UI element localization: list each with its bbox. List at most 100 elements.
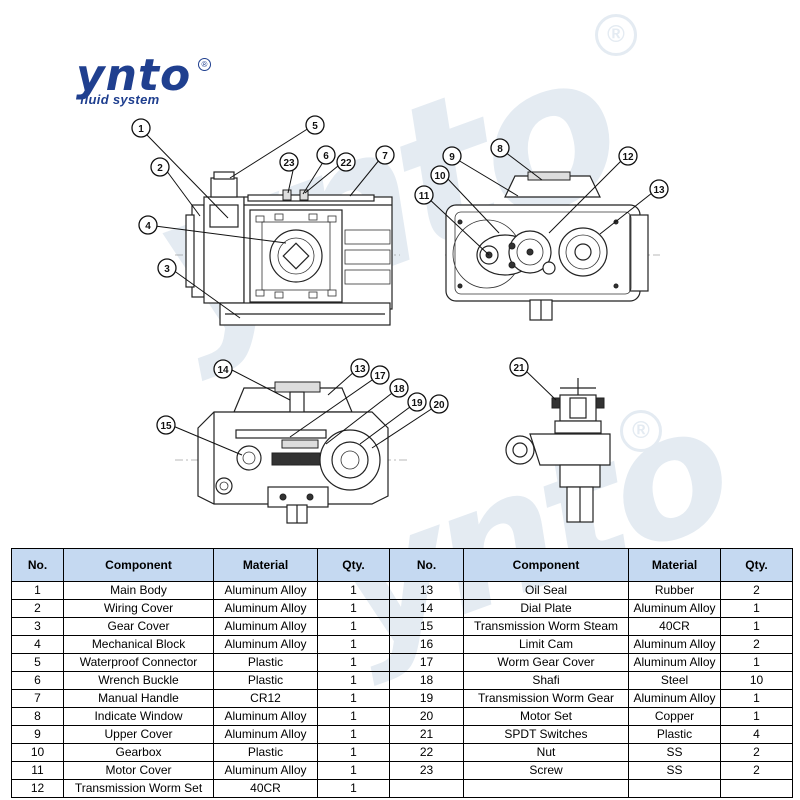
cell-qty: 1 [317,707,390,726]
svg-text:6: 6 [323,151,329,162]
header-material: Material [628,548,721,582]
cell-material: SS [628,743,721,762]
cell-no: 8 [11,707,64,726]
callout-5: 5 [305,115,325,135]
watermark-registered-icon: ® [620,410,662,452]
cell-qty: 1 [720,599,793,618]
svg-text:9: 9 [449,152,455,163]
header-component: Component [463,548,629,582]
cell-qty: 10 [720,671,793,690]
header-no: No. [389,548,464,582]
cell-qty: 1 [317,653,390,672]
callout-13: 13 [649,179,669,199]
cell-no: 18 [389,671,464,690]
cell-component: Motor Set [463,707,629,726]
svg-text:10: 10 [434,171,446,182]
svg-text:1: 1 [138,124,144,135]
svg-text:4: 4 [145,221,151,232]
callout-11: 11 [414,185,434,205]
svg-text:19: 19 [411,398,423,409]
svg-text:21: 21 [513,363,525,374]
cell-component: Motor Cover [63,761,214,780]
cell-material: Copper [628,707,721,726]
svg-text:13: 13 [354,364,366,375]
callout-18: 18 [389,378,409,398]
cell-qty: 1 [317,761,390,780]
callout-20: 20 [429,394,449,414]
cell-component: Screw [463,761,629,780]
cell-component: Manual Handle [63,689,214,708]
svg-text:20: 20 [433,400,445,411]
svg-text:11: 11 [419,191,430,202]
callout-15: 15 [156,415,176,435]
cell-component: Mechanical Block [63,635,214,654]
cell-material [628,779,721,798]
cell-component: Gearbox [63,743,214,762]
section-view [175,381,410,524]
callout-7: 7 [375,145,395,165]
callout-1: 1 [131,118,151,138]
svg-text:3: 3 [164,264,170,275]
cell-material: Plastic [213,653,318,672]
cell-material: Aluminum Alloy [213,617,318,636]
cell-qty: 1 [317,599,390,618]
cell-component: Wiring Cover [63,599,214,618]
header-material: Material [213,548,318,582]
cell-qty: 1 [317,617,390,636]
cell-component: Shafi [463,671,629,690]
cell-qty: 2 [720,635,793,654]
cell-no: 2 [11,599,64,618]
callout-21: 21 [509,357,529,377]
cell-no: 10 [11,743,64,762]
leader-lines [146,127,653,456]
cell-qty: 1 [720,689,793,708]
cell-qty [720,779,793,798]
svg-text:13: 13 [653,185,665,196]
cell-component: Indicate Window [63,707,214,726]
cell-component: Upper Cover [63,725,214,744]
callout-8: 8 [490,138,510,158]
cell-component: Transmission Worm Steam [463,617,629,636]
cell-qty: 2 [720,761,793,780]
svg-text:23: 23 [283,158,295,169]
cell-material: Aluminum Alloy [213,725,318,744]
callout-3: 3 [157,258,177,278]
cell-component: SPDT Switches [463,725,629,744]
cell-qty: 4 [720,725,793,744]
cell-qty: 1 [720,707,793,726]
callout-23: 23 [279,152,299,172]
svg-text:14: 14 [217,365,229,376]
cell-material: Aluminum Alloy [213,761,318,780]
cell-no: 17 [389,653,464,672]
cell-component: Transmission Worm Gear [463,689,629,708]
cell-no: 5 [11,653,64,672]
cell-material: Steel [628,671,721,690]
cell-no: 9 [11,725,64,744]
header-qty: Qty. [720,548,793,582]
callout-19: 19 [407,392,427,412]
exploded-view-drawing: 1 2 3 4 5 6 7 8 9 10 11 12 13 14 13 15 1… [131,115,669,524]
brand-logo: ynto ® fluid system [76,50,226,110]
cell-no: 15 [389,617,464,636]
cell-no: 14 [389,599,464,618]
cell-no: 23 [389,761,464,780]
registered-icon: ® [198,58,211,71]
cell-material: Aluminum Alloy [628,635,721,654]
cell-component [463,779,629,798]
cell-qty: 1 [317,689,390,708]
table-header-row: No. Component Material Qty. No. Componen… [11,548,793,582]
cell-no: 22 [389,743,464,762]
cell-no [389,779,464,798]
front-view [175,171,400,326]
cell-material: Aluminum Alloy [213,635,318,654]
cell-material: CR12 [213,689,318,708]
cell-material: Aluminum Alloy [213,707,318,726]
